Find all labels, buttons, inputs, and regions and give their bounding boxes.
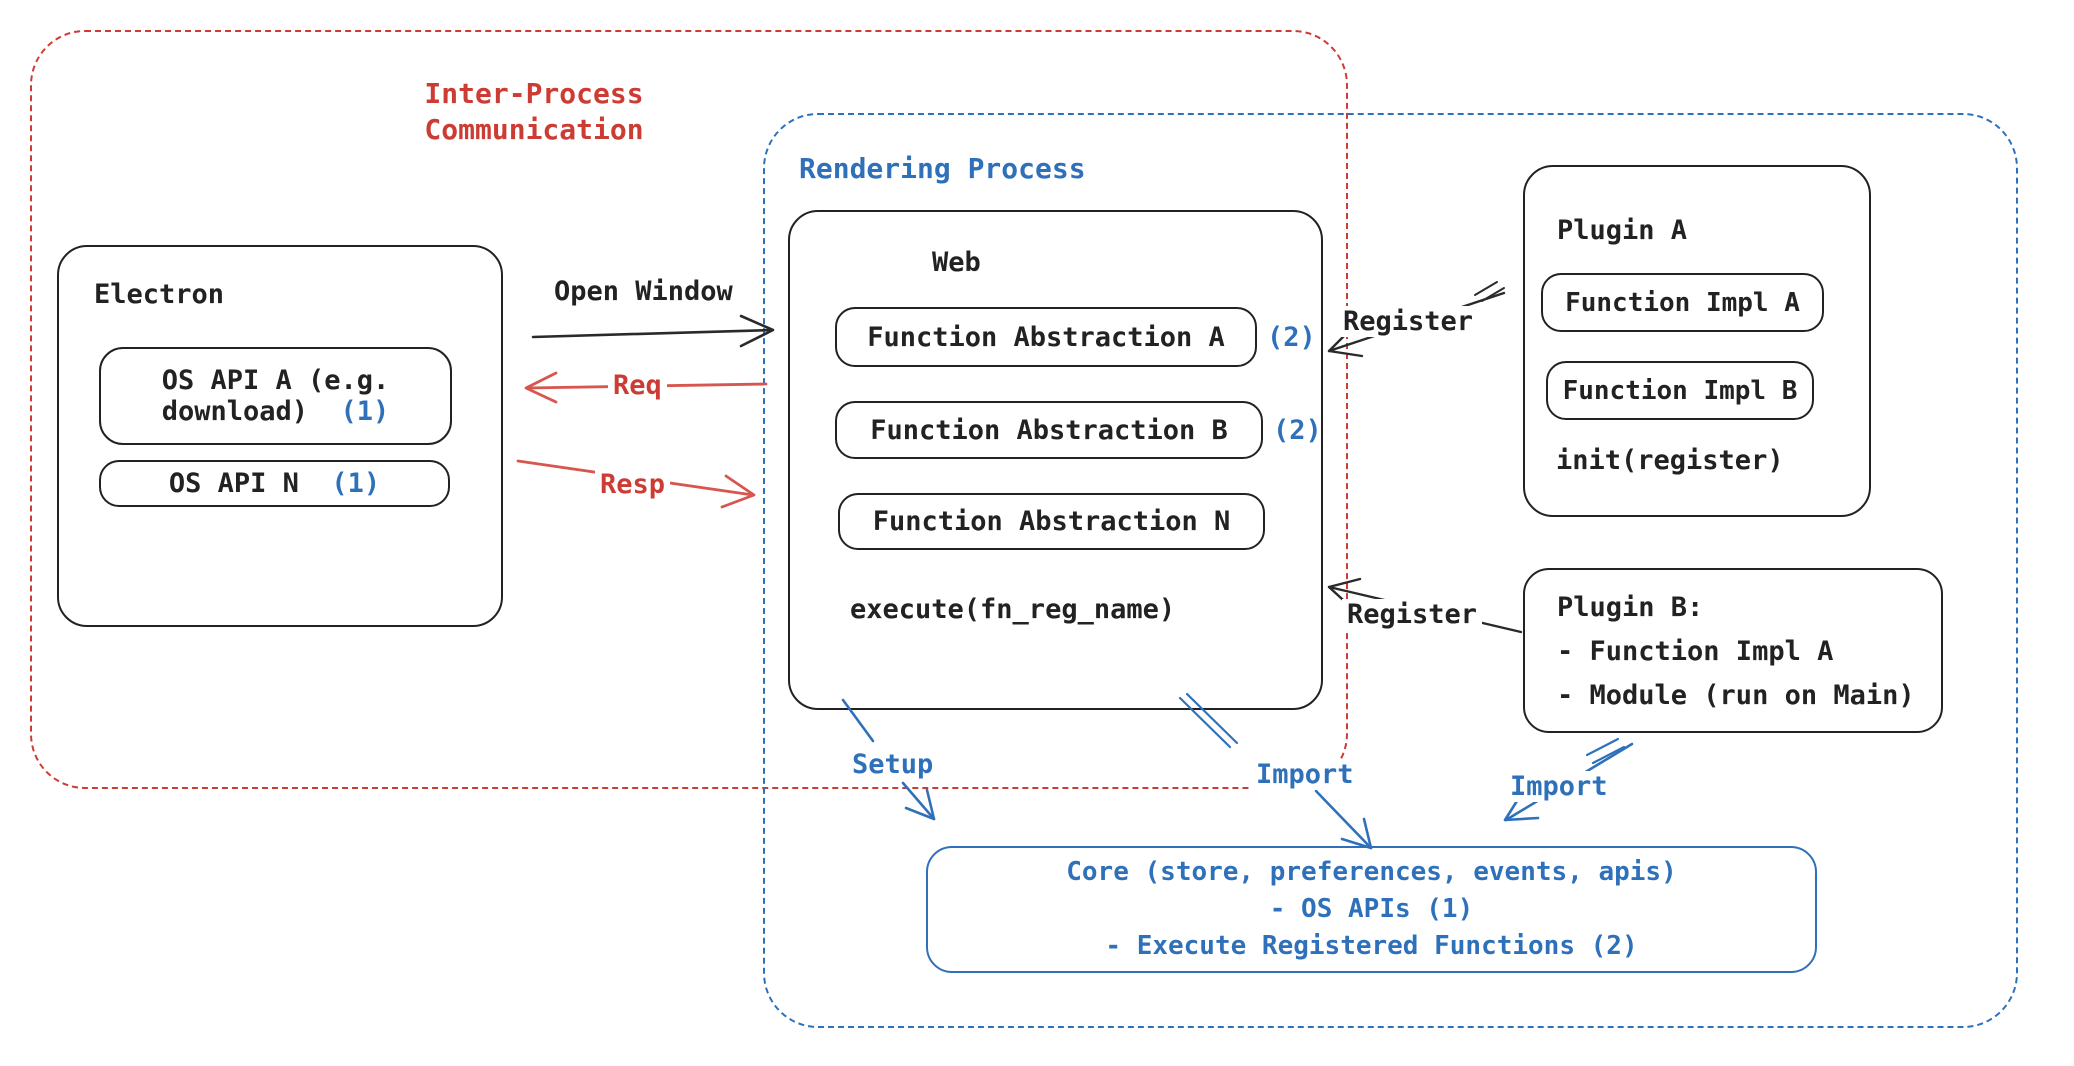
function-impl-b-box: Function Impl B <box>1546 361 1814 420</box>
os-api-a-text: OS API A (e.g. download) (1) <box>162 365 390 427</box>
plugin-a-title: Plugin A <box>1557 215 1688 246</box>
register-bottom-label: Register <box>1342 599 1483 630</box>
ipc-boundary-box <box>30 30 1348 789</box>
register-top-label: Register <box>1338 306 1479 337</box>
web-title: Web <box>932 247 981 278</box>
os-api-n-number: (1) <box>331 468 381 499</box>
core-line1: Core (store, preferences, events, apis) <box>1066 857 1677 887</box>
plugin-a-box: Plugin A Function Impl A Function Impl B… <box>1523 165 1871 517</box>
ipc-title-line1: Inter-Process <box>424 77 644 110</box>
os-api-a-line2: download) (1) <box>161 396 390 427</box>
plugin-b-line2: - Module (run on Main) <box>1557 680 1915 711</box>
function-abstraction-a-number: (2) <box>1267 322 1316 353</box>
req-label: Req <box>608 370 667 401</box>
rendering-process-boundary-box <box>763 113 2018 1028</box>
electron-box: Electron OS API A (e.g. download) (1) OS… <box>57 245 503 627</box>
plugin-b-box: Plugin B: - Function Impl A - Module (ru… <box>1523 568 1943 733</box>
function-abstraction-n-box: Function Abstraction N <box>838 493 1265 550</box>
core-line3: - Execute Registered Functions (2) <box>1105 931 1638 961</box>
setup-label: Setup <box>847 749 939 780</box>
import-mid-label: Import <box>1251 759 1359 790</box>
rendering-process-title: Rendering Process <box>799 152 1086 185</box>
os-api-n-box: OS API N (1) <box>99 460 450 507</box>
open-window-label: Open Window <box>549 276 738 307</box>
plugin-b-title: Plugin B: <box>1557 592 1704 623</box>
execute-function-label: execute(fn_reg_name) <box>850 594 1176 625</box>
function-abstraction-b-number: (2) <box>1273 415 1322 446</box>
os-api-a-line1: OS API A (e.g. <box>161 365 390 396</box>
resp-label: Resp <box>595 469 671 500</box>
electron-title: Electron <box>94 279 225 310</box>
function-abstraction-a-box: Function Abstraction A <box>835 307 1257 367</box>
function-impl-a-box: Function Impl A <box>1541 273 1824 332</box>
os-api-n-text: OS API N (1) <box>168 468 381 499</box>
os-api-a-number: (1) <box>340 396 390 427</box>
ipc-title: Inter-Process Communication <box>404 76 664 148</box>
init-register-label: init(register) <box>1556 445 1784 476</box>
ipc-title-line2: Communication <box>424 113 644 146</box>
function-abstraction-b-box: Function Abstraction B <box>835 401 1263 459</box>
plugin-b-line1: - Function Impl A <box>1557 636 1834 667</box>
core-box: Core (store, preferences, events, apis) … <box>926 846 1817 973</box>
web-box: Web Function Abstraction A (2) Function … <box>788 210 1323 710</box>
os-api-a-box: OS API A (e.g. download) (1) <box>99 347 452 445</box>
import-right-label: Import <box>1505 771 1613 802</box>
core-line2: - OS APIs (1) <box>1269 894 1474 924</box>
